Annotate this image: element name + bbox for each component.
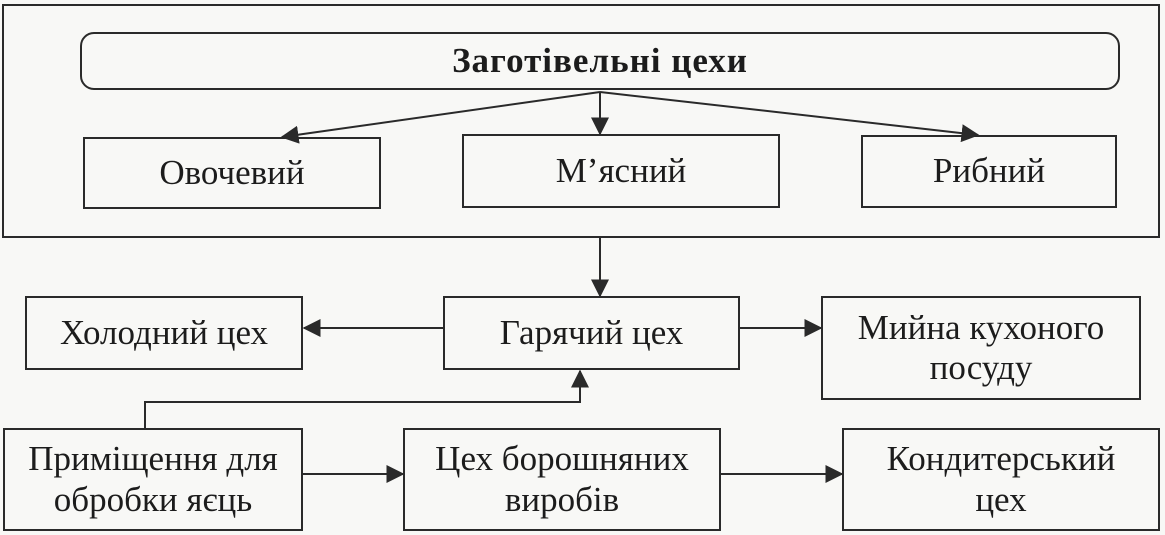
fish-shop-label: Рибний: [932, 151, 1046, 191]
hot-shop-box: Гарячий цех: [443, 296, 740, 370]
confectionery-label-line1: Кондитерський: [886, 439, 1116, 479]
flour-products-label-line2: виробів: [504, 479, 620, 519]
arrow-eggs-to-hot: [144, 369, 589, 428]
vegetable-shop-box: Овочевий: [83, 137, 381, 209]
confectionery-box: Кондитерський цех: [842, 428, 1160, 531]
egg-processing-box: Приміщення для обробки яєць: [3, 428, 303, 531]
confectionery-label-line2: цех: [975, 479, 1027, 519]
dishwashing-box: Мийна кухоного посуду: [821, 296, 1141, 400]
meat-shop-box: М’ясний: [462, 134, 780, 208]
flour-products-box: Цех борошняних виробів: [403, 428, 721, 531]
hot-shop-label: Гарячий цех: [499, 312, 684, 352]
fish-shop-box: Рибний: [861, 135, 1117, 208]
cold-shop-label: Холодний цех: [59, 312, 269, 352]
dishwashing-label-line1: Мийна кухоного: [857, 307, 1105, 347]
procurement-title-text: Заготівельні цехи: [452, 41, 748, 80]
vegetable-shop-label: Овочевий: [159, 152, 305, 192]
flour-products-label-line1: Цех борошняних: [435, 439, 689, 479]
meat-shop-label: М’ясний: [555, 150, 687, 190]
egg-processing-label-line2: обробки яєць: [53, 479, 253, 519]
dishwashing-label-line2: посуду: [929, 348, 1033, 387]
cold-shop-box: Холодний цех: [25, 296, 303, 370]
egg-processing-label-line1: Приміщення для: [28, 439, 278, 479]
procurement-group-frame: [2, 4, 1160, 238]
procurement-title: Заготівельні цехи: [80, 32, 1120, 90]
